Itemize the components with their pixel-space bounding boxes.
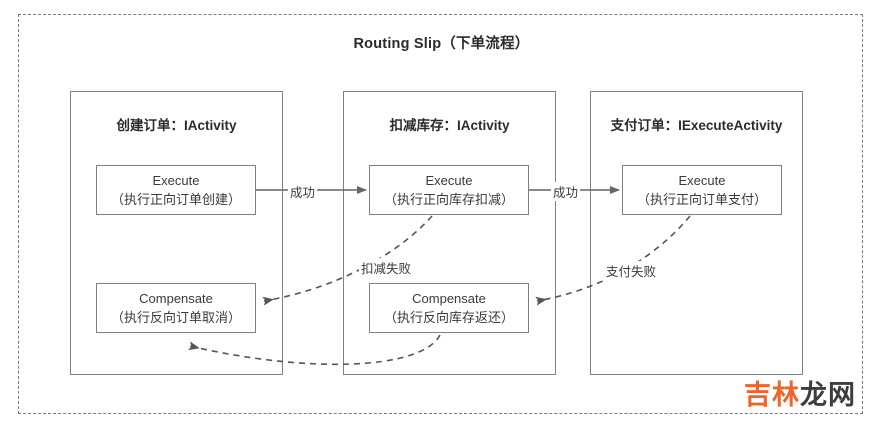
node-compensate-2[interactable]: Compensate （执行反向库存返还） — [369, 283, 529, 333]
edge-compensate-chain — [187, 334, 441, 366]
lane-title-deduct-stock: 扣减库存：IActivity — [389, 118, 510, 133]
node-compensate-1-desc: （执行反向订单取消） — [110, 310, 241, 325]
watermark: 吉林龙网 — [744, 373, 856, 412]
lane-pay-order: 支付订单：IExecuteActivity — [590, 91, 803, 375]
edge-label-success-2: 成功 — [551, 182, 581, 201]
node-execute-1-title: Execute — [152, 173, 200, 188]
node-compensate-1-title: Compensate — [139, 291, 213, 306]
node-compensate-1[interactable]: Compensate （执行反向订单取消） — [96, 283, 256, 333]
edge-label-fail-stock: 扣减失败 — [359, 258, 414, 277]
edge-label-success-1: 成功 — [288, 182, 318, 201]
node-execute-1[interactable]: Execute （执行正向订单创建） — [96, 165, 256, 215]
node-execute-3-desc: （执行正向订单支付） — [636, 192, 767, 207]
edge-label-fail-pay: 支付失败 — [604, 261, 659, 280]
lane-title-pay-order: 支付订单：IExecuteActivity — [610, 118, 783, 133]
watermark-part2: 龙网 — [800, 380, 856, 410]
lane-title-create-order: 创建订单：IActivity — [116, 118, 237, 133]
node-execute-3[interactable]: Execute （执行正向订单支付） — [622, 165, 782, 215]
node-compensate-2-title: Compensate — [412, 291, 486, 306]
routing-slip-frame — [18, 14, 863, 414]
watermark-part1: 吉林 — [744, 380, 800, 410]
node-execute-2[interactable]: Execute （执行正向库存扣减） — [369, 165, 529, 215]
node-compensate-2-desc: （执行反向库存返还） — [383, 310, 514, 325]
diagram-title: Routing Slip（下单流程） — [353, 36, 530, 52]
node-execute-2-desc: （执行正向库存扣减） — [383, 192, 514, 207]
edge-fail-pay — [535, 215, 691, 306]
node-execute-3-title: Execute — [678, 173, 726, 188]
node-execute-1-desc: （执行正向订单创建） — [110, 192, 241, 207]
node-execute-2-title: Execute — [425, 173, 473, 188]
